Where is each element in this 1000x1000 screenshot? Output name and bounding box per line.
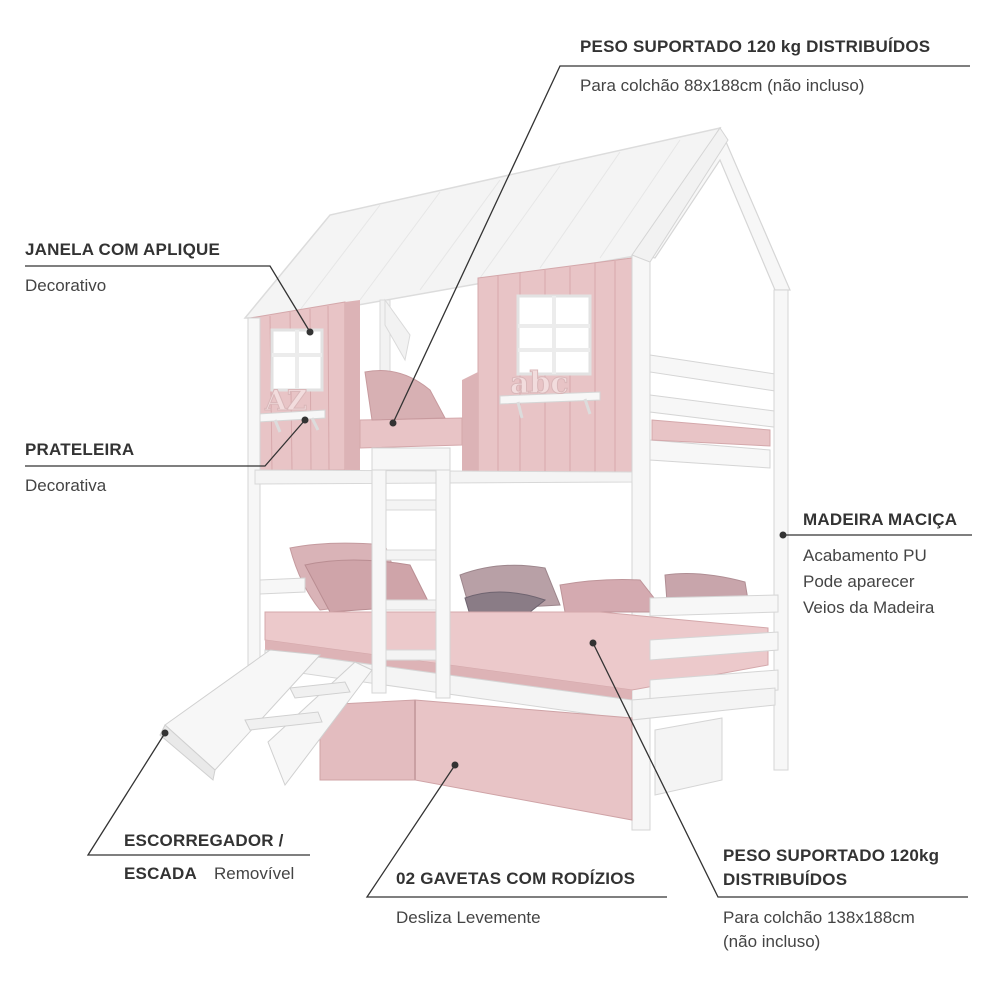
lower-guardrail bbox=[649, 594, 779, 701]
upper-bunk-inner bbox=[359, 369, 463, 449]
escorregador-title-2: ESCADA bbox=[124, 864, 197, 883]
shelf-right bbox=[499, 391, 601, 419]
leader-janela bbox=[25, 265, 311, 333]
window-left bbox=[270, 328, 324, 392]
prateleira-title: PRATELEIRA bbox=[25, 440, 135, 459]
gavetas-desc: Desliza Levemente bbox=[396, 908, 541, 927]
madeira-desc-3: Veios da Madeira bbox=[803, 598, 935, 617]
madeira-desc-2: Pode aparecer bbox=[803, 572, 915, 591]
leader-peso-bottom bbox=[592, 642, 968, 898]
leader-peso-top bbox=[392, 65, 970, 424]
prateleira-desc: Decorativa bbox=[25, 476, 107, 495]
lower-left-rail bbox=[259, 577, 306, 595]
drawers bbox=[319, 699, 723, 821]
peso-top-desc: Para colchão 88x188cm (não incluso) bbox=[580, 76, 865, 95]
leader-gavetas bbox=[365, 764, 667, 898]
peso-bottom-title-2: DISTRIBUÍDOS bbox=[723, 870, 848, 889]
janela-desc: Decorativo bbox=[25, 276, 107, 295]
decor-letters-right: abc bbox=[510, 366, 569, 401]
upper-guardrail bbox=[649, 354, 783, 469]
madeira-desc-1: Acabamento PU bbox=[803, 546, 927, 565]
decor-letters-left: AZ bbox=[264, 384, 307, 417]
leader-dots bbox=[161, 328, 787, 769]
peso-bottom-title-1: PESO SUPORTADO 120kg bbox=[723, 846, 940, 865]
window-right bbox=[516, 294, 592, 376]
peso-bottom-desc-2: (não incluso) bbox=[723, 932, 821, 951]
janela-title: JANELA COM APLIQUE bbox=[25, 240, 221, 259]
leader-lines bbox=[25, 65, 972, 898]
madeira-title: MADEIRA MACIÇA bbox=[803, 510, 958, 529]
gavetas-title: 02 GAVETAS COM RODÍZIOS bbox=[396, 869, 636, 888]
ladder bbox=[371, 447, 451, 699]
peso-top-title: PESO SUPORTADO 120 kg DISTRIBUÍDOS bbox=[580, 37, 931, 56]
leader-prateleira bbox=[25, 419, 306, 467]
peso-bottom-desc-1: Para colchão 138x188cm bbox=[723, 908, 915, 927]
escorregador-desc: Removível bbox=[214, 864, 295, 883]
escorregador-title-1: ESCORREGADOR / bbox=[124, 831, 284, 850]
slide-and-steps bbox=[159, 649, 373, 787]
leader-escorregador bbox=[86, 732, 310, 856]
